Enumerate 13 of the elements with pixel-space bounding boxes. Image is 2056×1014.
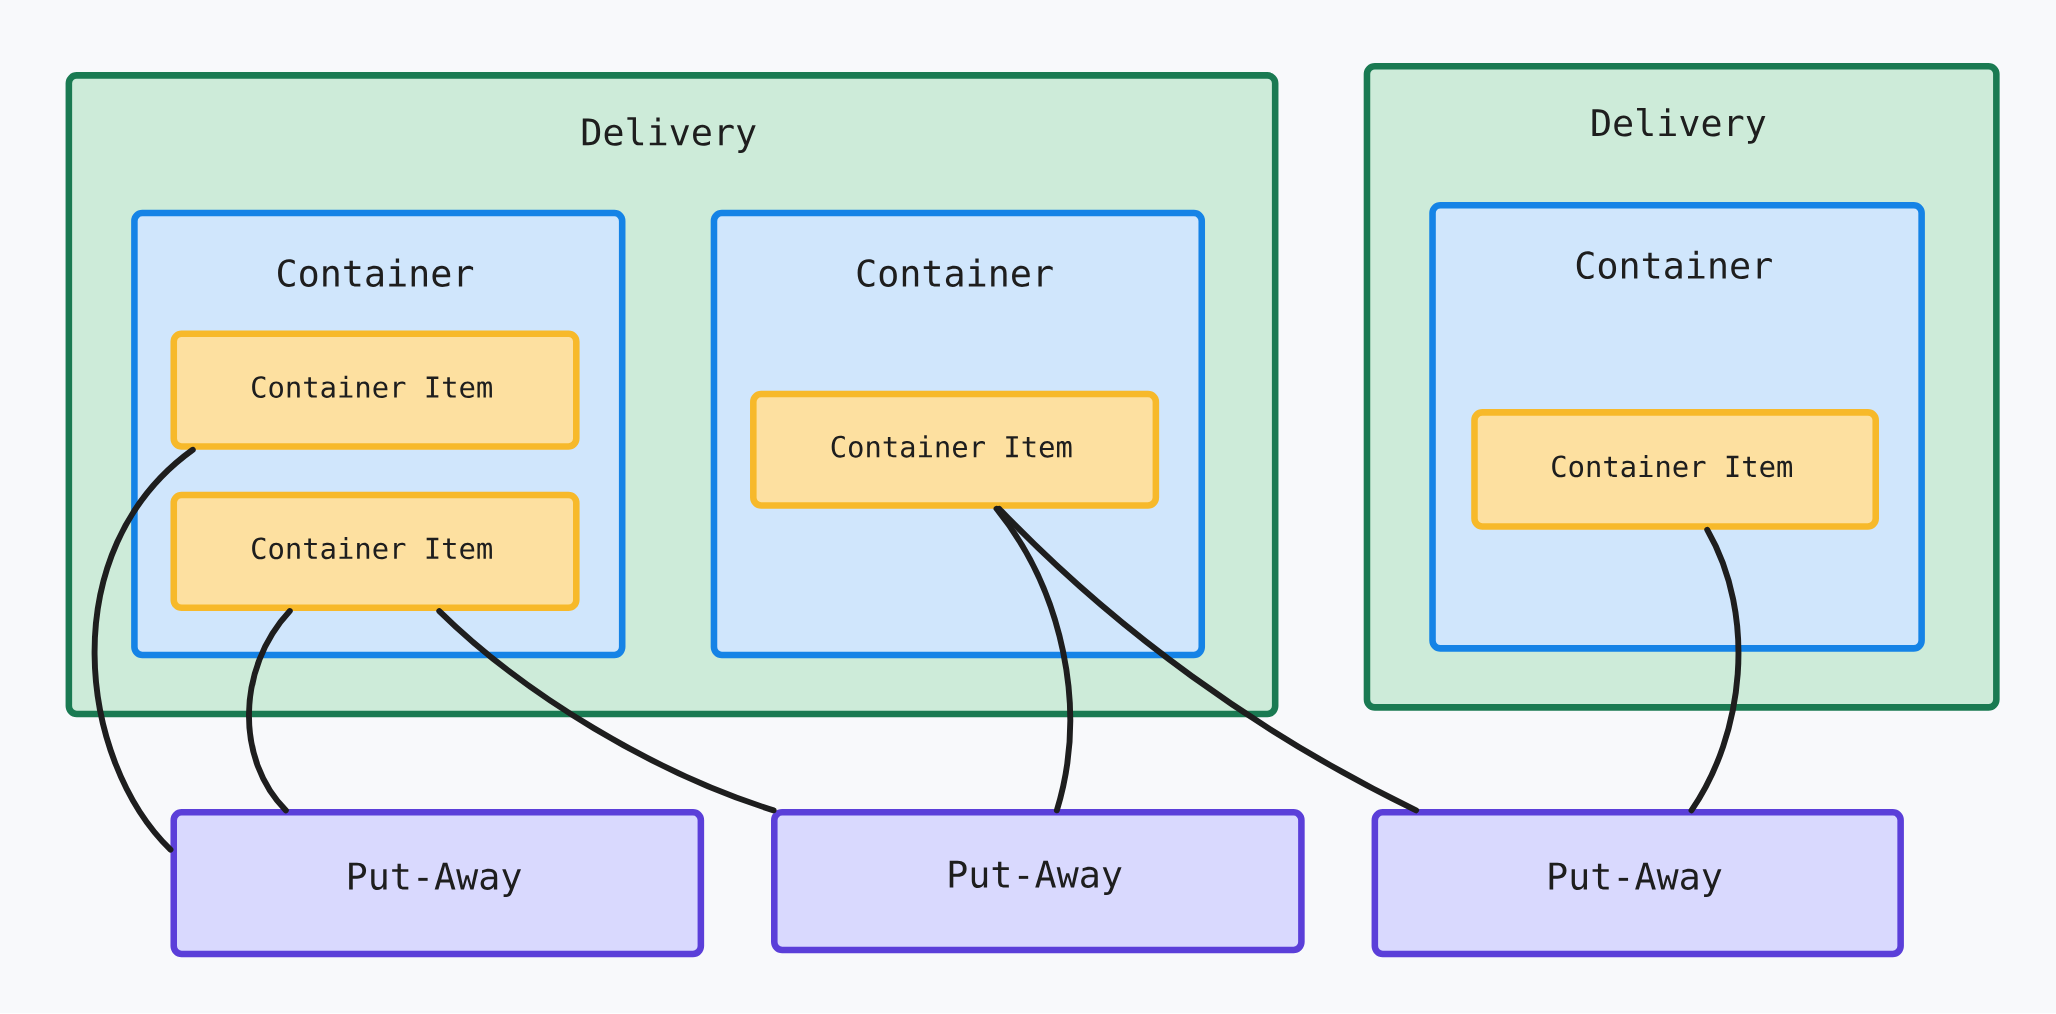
container-item-box: Container Item (170, 330, 580, 450)
connector-line (1688, 527, 1742, 814)
put-away-box: Put-Away (771, 809, 1305, 954)
connector-line (436, 608, 777, 814)
connector-line (993, 506, 1073, 814)
put-away-box: Put-Away (170, 809, 705, 958)
connector-line (91, 447, 196, 853)
container-item-box: Container Item (750, 390, 1160, 509)
connector-line (996, 506, 1420, 814)
put-away-box: Put-Away (1371, 809, 1904, 958)
container-item-box: Container Item (170, 491, 580, 612)
connector-line (246, 608, 293, 814)
container-item-box: Container Item (1471, 409, 1879, 530)
